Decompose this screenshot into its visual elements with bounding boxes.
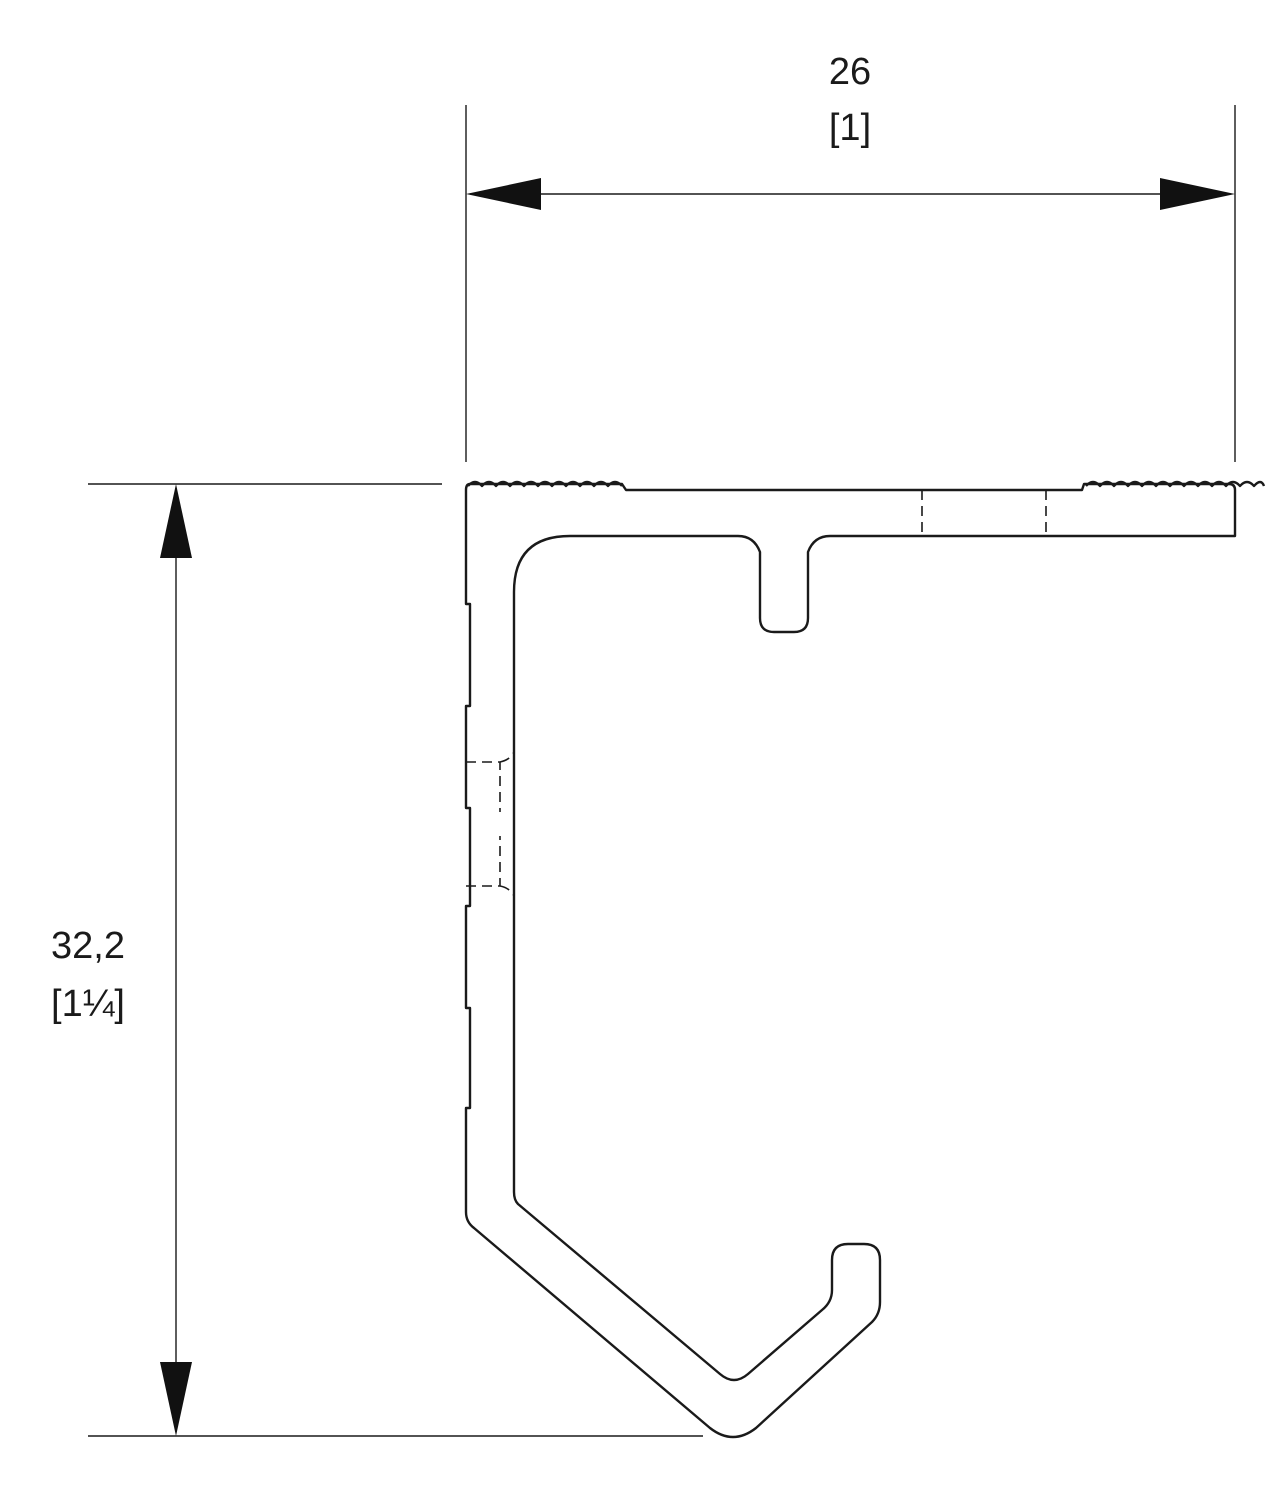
height-imperial-value: [1¼] (51, 983, 125, 1025)
height-metric-value: 32,2 (51, 925, 125, 967)
height-arrow-top (160, 484, 192, 558)
profile-outline (464, 482, 1237, 1439)
width-metric-value: 26 (829, 51, 871, 93)
top-left-serrations (467, 480, 623, 488)
hidden-line-web-lower (466, 836, 515, 897)
top-right-serrations (1085, 480, 1266, 488)
width-dimension: 26 [1] (465, 51, 1236, 462)
width-imperial-value: [1] (829, 107, 871, 149)
height-dimension: 32,2 [1¼] (51, 483, 703, 1437)
profile-section (464, 480, 1266, 1439)
hidden-line-web-upper (466, 751, 515, 812)
width-arrow-right (1160, 178, 1235, 210)
height-arrow-bottom (160, 1362, 192, 1436)
width-arrow-left (466, 178, 541, 210)
